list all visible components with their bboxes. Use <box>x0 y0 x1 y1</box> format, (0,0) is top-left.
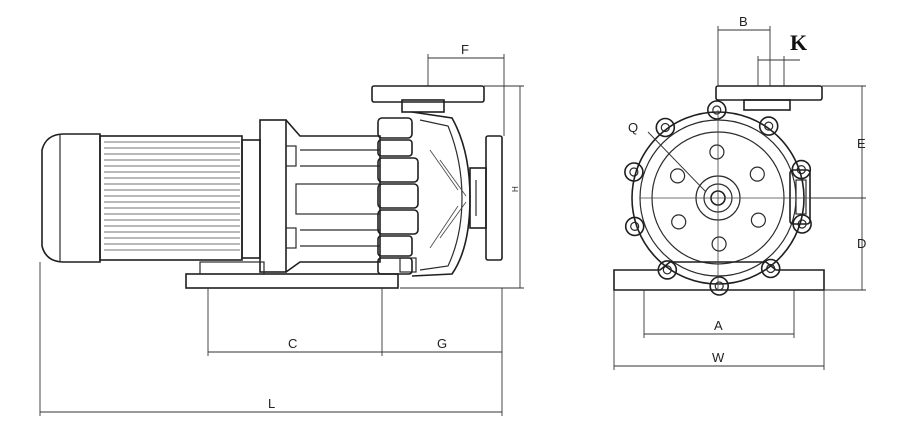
dim-B: B <box>717 14 771 86</box>
front-view: B K Q E D A <box>613 14 866 370</box>
dim-L: L <box>39 262 503 416</box>
suction-neck <box>469 167 487 229</box>
label-F: F <box>461 42 469 57</box>
casing-bolts <box>377 117 419 275</box>
dim-C: C <box>207 288 383 356</box>
motor-flange <box>241 139 261 259</box>
pump-casing <box>411 111 471 277</box>
label-K: K <box>790 30 807 55</box>
label-C: C <box>288 336 297 351</box>
front-discharge-neck <box>743 99 791 111</box>
label-W: W <box>712 350 725 365</box>
dim-G: G <box>382 288 503 356</box>
motor-fins <box>104 141 240 251</box>
label-B: B <box>739 14 748 29</box>
dim-E: E <box>810 85 866 199</box>
dim-A: A <box>643 290 795 338</box>
dim-Q: Q <box>628 120 707 193</box>
front-discharge-flange <box>715 85 823 101</box>
front-suction-port <box>789 169 811 225</box>
suction-flange <box>485 135 503 261</box>
dim-W: W <box>613 290 825 370</box>
label-G: G <box>437 336 447 351</box>
dim-K: K <box>757 30 807 86</box>
bracket <box>285 119 381 273</box>
label-L: L <box>268 396 275 411</box>
label-D: D <box>857 236 866 251</box>
side-base <box>185 273 399 289</box>
label-A: A <box>714 318 723 333</box>
discharge-neck <box>401 99 445 113</box>
motor-body <box>99 135 243 261</box>
label-H: H <box>511 186 520 192</box>
dim-D: D <box>824 198 866 291</box>
dim-H: H <box>400 85 524 289</box>
casing-holes <box>669 144 767 252</box>
label-E: E <box>857 136 866 151</box>
adapter-flange <box>259 119 287 273</box>
side-view: F H C G L <box>39 42 524 416</box>
front-base <box>613 261 825 291</box>
dim-F: F <box>427 42 505 136</box>
motor-end-cap <box>41 133 101 263</box>
label-Q: Q <box>628 120 638 135</box>
